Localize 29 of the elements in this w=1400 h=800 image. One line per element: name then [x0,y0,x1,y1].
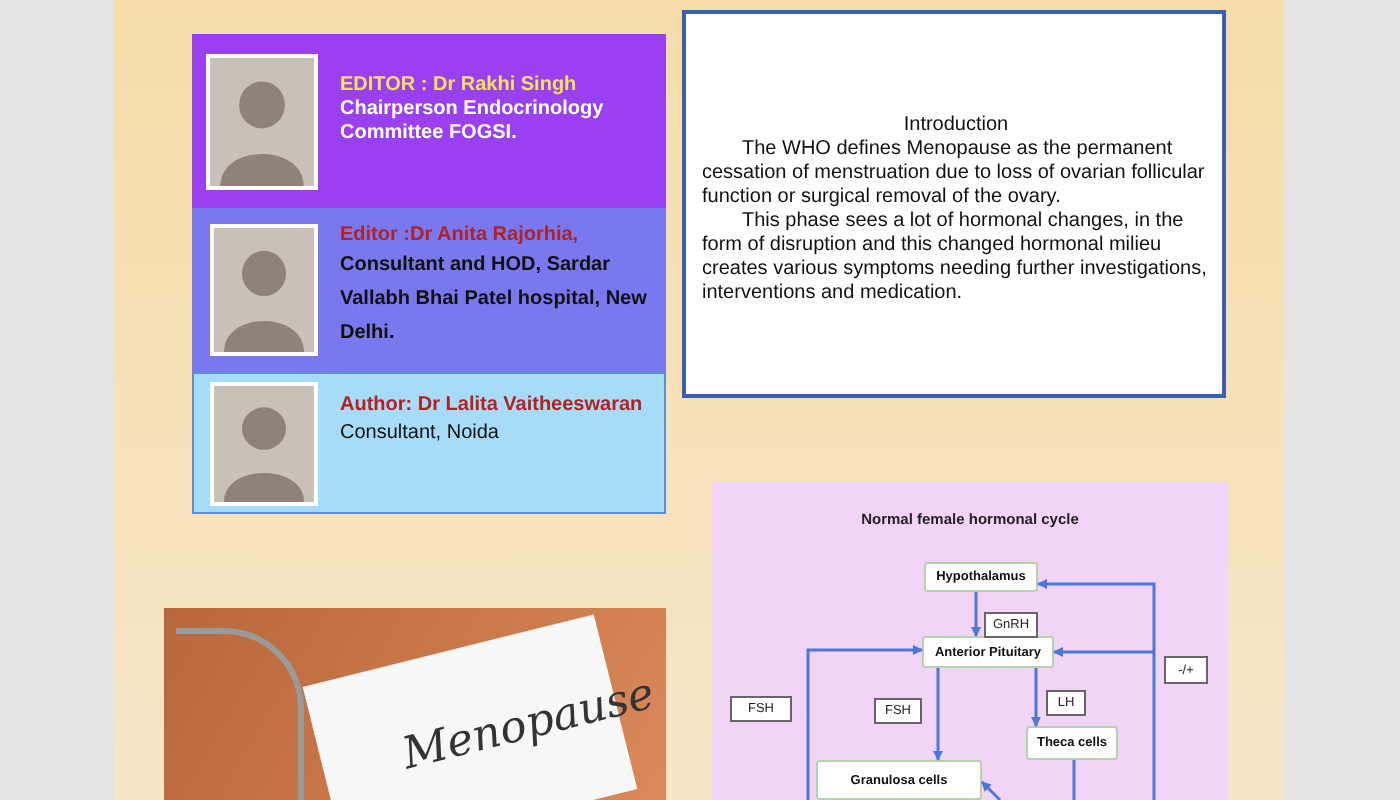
affiliation-text: Consultant and HOD, Sardar Vallabh Bhai Patel hospital, New Delhi. [340,252,649,348]
process-box [1026,726,1118,760]
name-heading: EDITOR : Dr Rakhi Singh [340,74,579,98]
name-heading: Editor :Dr Anita Rajorhia, [340,224,581,248]
person-silhouette [210,382,318,506]
heading: Introduction [901,114,1011,138]
profile-card [192,372,666,514]
profile-card [192,34,666,208]
affiliation-text: Chairperson Endocrinology Committee FOGSI. [340,98,606,146]
person-silhouette [210,224,318,356]
profile-card [192,208,666,372]
name-heading: Author: Dr Lalita Vaitheeswaran [340,394,645,418]
arrow [1037,579,1156,800]
arrow [933,668,943,761]
arrow [971,592,981,637]
paragraph: This phase sees a lot of hormonal changes, in the form of disruption and this changed hormonal milieu creates various symptoms needing further investigations, interventions and medication. [702,210,1209,306]
diagram-panel [712,482,1228,800]
arrow [806,645,923,800]
photo [164,608,666,800]
process-box [816,760,982,800]
text-box [682,10,1226,398]
arrow [980,780,1002,800]
arrow [1031,668,1041,727]
arrow [1053,647,1154,657]
process-box [922,636,1054,668]
paragraph: The WHO defines Menopause as the permanent cessation of menstruation due to loss of ovarian follicular function or surgical removal of the ovary. [702,138,1207,210]
affiliation-text: Consultant, Noida [340,420,501,448]
process-box [924,562,1038,592]
person-silhouette [206,54,318,190]
